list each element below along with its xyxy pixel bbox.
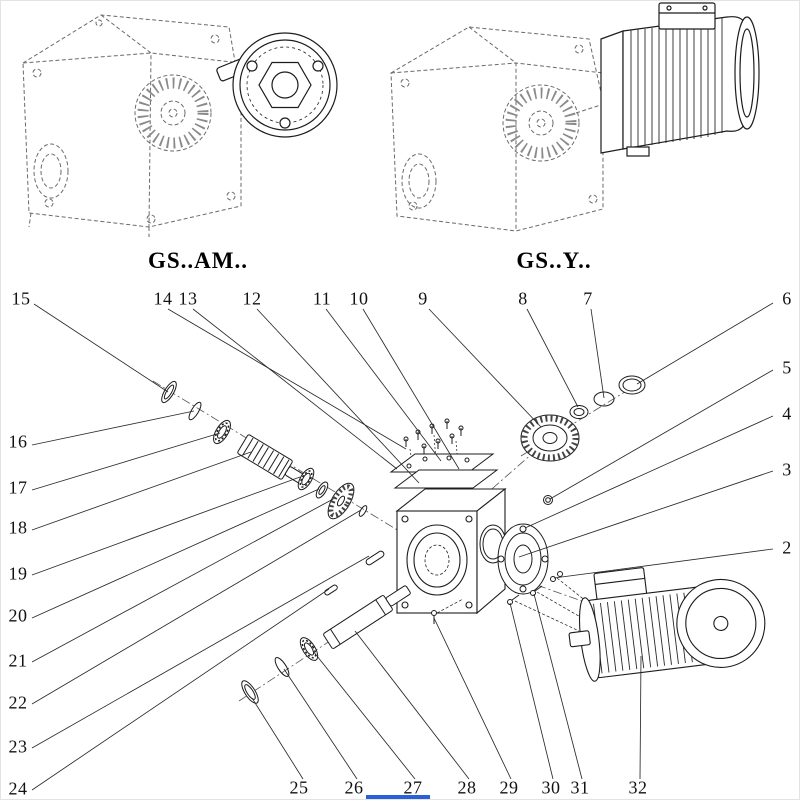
- part-callout-12: 12: [242, 288, 262, 309]
- part-callout-4: 4: [782, 403, 792, 424]
- end-washer: [241, 680, 259, 704]
- output-flange-left-view: [216, 32, 338, 138]
- helical-gear: [327, 482, 355, 520]
- o-ring: [358, 505, 368, 517]
- oil-seal: [161, 380, 177, 404]
- part-callout-24: 24: [8, 778, 28, 799]
- part-callout-23: 23: [8, 736, 28, 757]
- part-callout-13: 13: [178, 288, 198, 309]
- part-callout-7: 7: [583, 288, 593, 309]
- part-callout-31: 31: [570, 777, 590, 798]
- output-shaft-assembly: [241, 550, 411, 704]
- part-callout-21: 21: [8, 650, 28, 671]
- outer-ring: [618, 375, 646, 395]
- output-flange-set: [479, 495, 553, 595]
- part-callout-11: 11: [312, 288, 332, 309]
- shaft-key: [365, 550, 385, 566]
- snap-ring: [593, 391, 615, 407]
- part-callout-8: 8: [518, 288, 528, 309]
- part-callout-14: 14: [153, 288, 173, 309]
- variant-label-gs-y: GS..Y..: [516, 248, 592, 273]
- part-callout-28: 28: [457, 777, 477, 798]
- output-gear-set: [520, 375, 646, 462]
- part-callout-19: 19: [8, 563, 28, 584]
- part-callout-9: 9: [418, 288, 428, 309]
- motor-top-view: [600, 2, 760, 157]
- part-callout-20: 20: [8, 605, 28, 626]
- output-shaft: [323, 585, 411, 649]
- bearing: [297, 467, 315, 491]
- part-callout-6: 6: [782, 288, 792, 309]
- part-callout-5: 5: [782, 357, 792, 378]
- cover-assembly: [389, 418, 499, 489]
- part-callout-32: 32: [628, 777, 648, 798]
- part-callout-3: 3: [782, 459, 792, 480]
- electric-motor: [568, 567, 766, 682]
- part-callout-22: 22: [8, 692, 28, 713]
- cover-gasket: [393, 469, 499, 489]
- variant-label-gs-am: GS..AM..: [148, 248, 248, 273]
- part-callout-18: 18: [8, 517, 28, 538]
- gear-washer: [569, 405, 589, 419]
- part-callout-30: 30: [541, 777, 561, 798]
- part-callout-25: 25: [289, 777, 309, 798]
- phantom-view-gearbox-flange: [22, 14, 242, 237]
- leader-lines: [31, 302, 774, 791]
- washer: [315, 481, 329, 499]
- bottom-blue-line: [366, 795, 430, 799]
- bearing: [213, 419, 231, 445]
- worm-shaft-assembly: [161, 380, 368, 520]
- phantom-view-gearbox-motor: [390, 26, 614, 232]
- bearing: [299, 637, 319, 661]
- part-callout-27: 27: [403, 777, 423, 798]
- retaining-ring: [188, 401, 202, 421]
- part-callout-10: 10: [349, 288, 369, 309]
- shaft-pin: [324, 584, 338, 596]
- cover-screws: [403, 418, 464, 454]
- breather-plug: [543, 495, 553, 505]
- output-helical-gear: [520, 414, 580, 462]
- part-callout-17: 17: [8, 477, 28, 498]
- part-callout-29: 29: [499, 777, 519, 798]
- part-callout-16: 16: [8, 431, 28, 452]
- retaining-ring: [274, 657, 290, 677]
- part-callout-15: 15: [11, 288, 31, 309]
- gear-teeth-phantom-right: [505, 87, 577, 159]
- output-flange: [497, 523, 549, 595]
- part-callout-2: 2: [782, 537, 792, 558]
- part-callout-26: 26: [344, 777, 364, 798]
- shaft-seal: [479, 524, 507, 564]
- gear-teeth-phantom-left: [137, 77, 209, 149]
